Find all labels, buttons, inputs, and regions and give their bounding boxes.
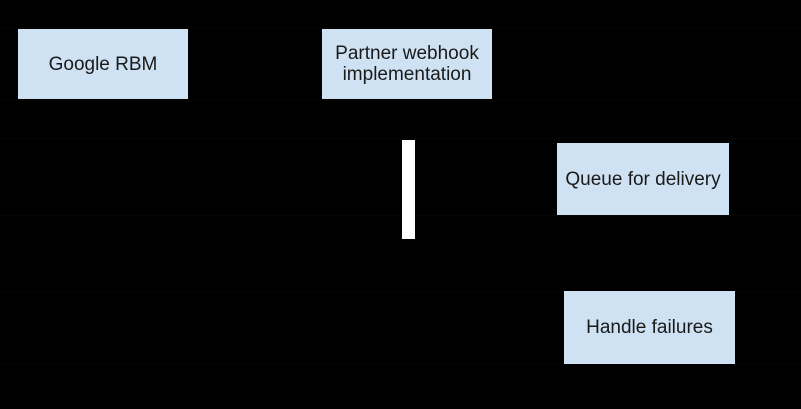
- node-partner-webhook: Partner webhook implementation: [322, 29, 492, 99]
- faint-row-line: [0, 363, 801, 364]
- faint-row-line: [0, 291, 801, 292]
- node-queue-for-delivery-label: Queue for delivery: [565, 168, 721, 190]
- node-partner-webhook-label: Partner webhook implementation: [335, 43, 479, 85]
- node-queue-for-delivery: Queue for delivery: [557, 143, 729, 215]
- node-handle-failures-label: Handle failures: [586, 317, 713, 338]
- faint-row-line: [0, 215, 801, 216]
- faint-row-line: [0, 28, 801, 29]
- faint-row-line: [0, 100, 801, 101]
- node-google-rbm: Google RBM: [18, 29, 188, 99]
- node-handle-failures: Handle failures: [564, 291, 735, 364]
- faint-row-line: [0, 138, 801, 139]
- activation-bar: [402, 140, 415, 239]
- node-google-rbm-label: Google RBM: [48, 53, 158, 75]
